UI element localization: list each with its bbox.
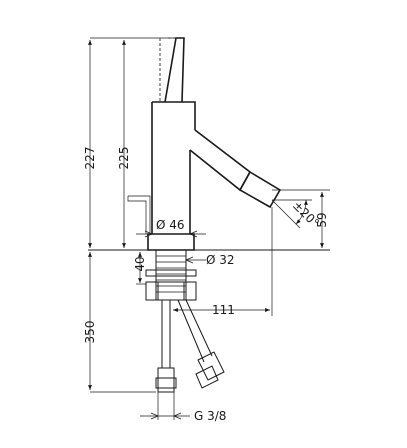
fitting-left <box>155 367 177 393</box>
washer <box>145 269 197 277</box>
thread-lines <box>156 255 186 293</box>
faucet-body <box>88 37 330 251</box>
dim-arc-swivel-angle <box>295 199 308 225</box>
label-outlet-height: 59 <box>315 212 329 227</box>
nut <box>145 281 197 301</box>
base-flange <box>147 233 195 251</box>
fitting-right <box>195 351 225 389</box>
hose-right <box>177 299 213 363</box>
popup-rod <box>127 195 151 234</box>
label-spout-reach: 111 <box>212 303 235 317</box>
lever-alt-position <box>159 37 184 102</box>
dimension-lines <box>88 37 330 420</box>
label-hole-diameter: Ø 32 <box>206 253 235 267</box>
mounting-assembly <box>145 250 197 301</box>
spout-nozzle <box>238 170 282 209</box>
spout <box>189 129 252 192</box>
label-total-height: 227 <box>83 147 97 170</box>
threaded-shank <box>155 250 187 300</box>
label-deck-thickness: 40 <box>133 256 147 271</box>
lever-handle <box>164 37 185 103</box>
label-body-diameter: Ø 46 <box>156 218 185 232</box>
label-connection-thread: G 3/8 <box>194 409 226 423</box>
label-hose-length: 350 <box>83 321 97 344</box>
body-cap <box>151 101 196 234</box>
label-spout-height: 225 <box>117 147 131 170</box>
hose-left <box>161 300 171 368</box>
